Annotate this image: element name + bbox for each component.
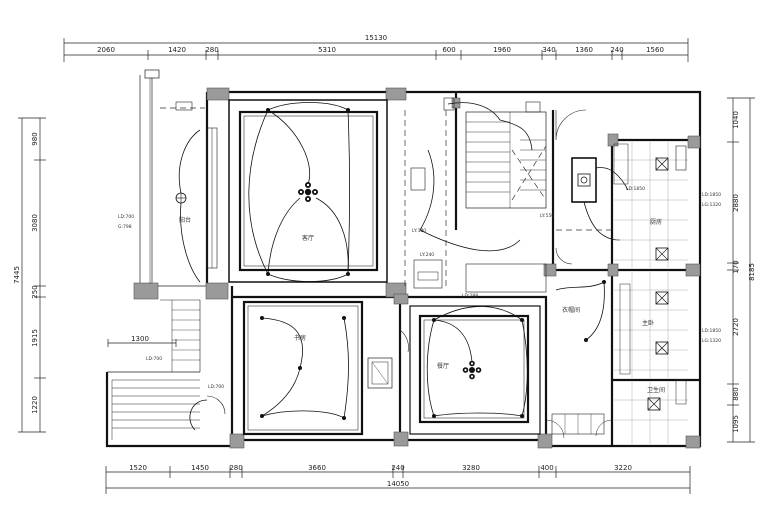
bottom-dim-1: 1520 [129,464,147,472]
note-stair-ld: LY:550 [540,213,554,219]
top-dim-3: 280 [205,46,218,54]
bottom-dim-8: 3220 [614,464,632,472]
left-dimension-chain: 980 3080 250 1915 1220 7445 [13,117,46,433]
right-dim-1: 1040 [732,111,740,129]
bottom-dim-3: 280 [229,464,242,472]
dining-room: 餐厅 [409,305,541,435]
room-label-bedroom: 主卧 [642,319,654,327]
top-dim-7: 340 [542,46,555,54]
top-total-dim: 15130 [365,34,387,42]
stair-lower-left [107,299,201,440]
room-label-kitchen: 厨房 [650,218,662,226]
door-swings [206,247,573,415]
bottom-dim-6: 3280 [462,464,480,472]
top-dimension-chain: 15130 2060 1420 280 5310 600 1960 340 13… [63,34,689,62]
note-kitchen-ld: LD:1850 [626,186,645,192]
note-balcony-ld: LD:700 [118,214,134,220]
note-bath-g: LG:1320 [702,338,721,344]
bottom-total-dim: 14050 [387,480,409,488]
walls [105,72,702,448]
top-dim-6: 1960 [493,46,511,54]
note-living-ld2: LY:240 [420,252,434,258]
room-label-balcony: 阳台 [179,216,191,224]
structural-columns [133,87,701,449]
right-dim-6: 1095 [732,415,740,433]
living-room: 客厅 [206,99,388,283]
bottom-dim-5: 240 [391,464,404,472]
stair-top: LY:550 [465,101,587,219]
left-dim-4: 1915 [31,329,39,347]
right-dim-4: 2720 [732,318,740,336]
note-wardrobe-ld: LD:700 [146,356,162,362]
note-bath-ld: LD:1850 [702,328,721,334]
dim-1300: 1300 [131,335,149,343]
right-dimension-chain: 1040 2880 170 2720 880 1095 8185 [727,97,756,443]
left-dim-5: 1220 [31,396,39,414]
note-mid-ld: LD:288 [462,293,478,299]
room-label-dining: 餐厅 [437,362,449,370]
top-dim-5: 600 [442,46,455,54]
bottom-dim-7: 400 [540,464,553,472]
corridor: LY:180 LY:240 LD:288 [404,97,547,299]
left-dim-2: 3080 [31,214,39,232]
bottom-dimension-chain: 1520 1450 280 3660 240 3280 400 3220 140… [105,464,691,494]
note-balcony-g: G:798 [118,224,132,230]
left-dim-3: 250 [31,285,39,298]
kitchen: LD:1850 LD:1850 LG:1320 厨房 [556,142,721,268]
note-study-ld: LD:700 [208,384,224,390]
left-dim-1: 980 [31,132,39,145]
study-room: 书房 [242,300,393,436]
note-kitchen-g-right: LG:1320 [702,202,721,208]
note-living-ld: LY:180 [412,228,426,234]
room-label-bath2: 卫生间 [647,386,665,394]
right-dim-5: 880 [732,387,740,400]
bottom-dim-2: 1450 [191,464,209,472]
ceiling-light-icon [175,192,187,204]
top-dim-10: 1560 [646,46,664,54]
top-dim-8: 1360 [575,46,593,54]
right-dim-3: 170 [732,260,740,273]
note-kitchen-ld-right: LD:1850 [702,192,721,198]
right-dim-2: 2880 [732,194,740,212]
balcony-area: 阳台 LD:700 G:798 [107,69,224,440]
dining-chandelier-icon [462,360,482,380]
top-dim-1: 2060 [97,46,115,54]
left-total-dim: 7445 [13,266,21,284]
room-label-closet: 衣帽间 [562,306,580,314]
room-label-living: 客厅 [302,234,314,242]
top-dim-2: 1420 [168,46,186,54]
bottom-dim-4: 3660 [308,464,326,472]
chandelier-icon [298,182,318,202]
top-dim-4: 5310 [318,46,336,54]
room-label-study: 书房 [294,334,306,342]
right-total-dim: 8185 [748,263,756,281]
right-lower-rooms: 主卧 卫生间 LD:1850 LG:1320 衣帽间 [545,272,721,444]
top-dim-9: 240 [610,46,623,54]
